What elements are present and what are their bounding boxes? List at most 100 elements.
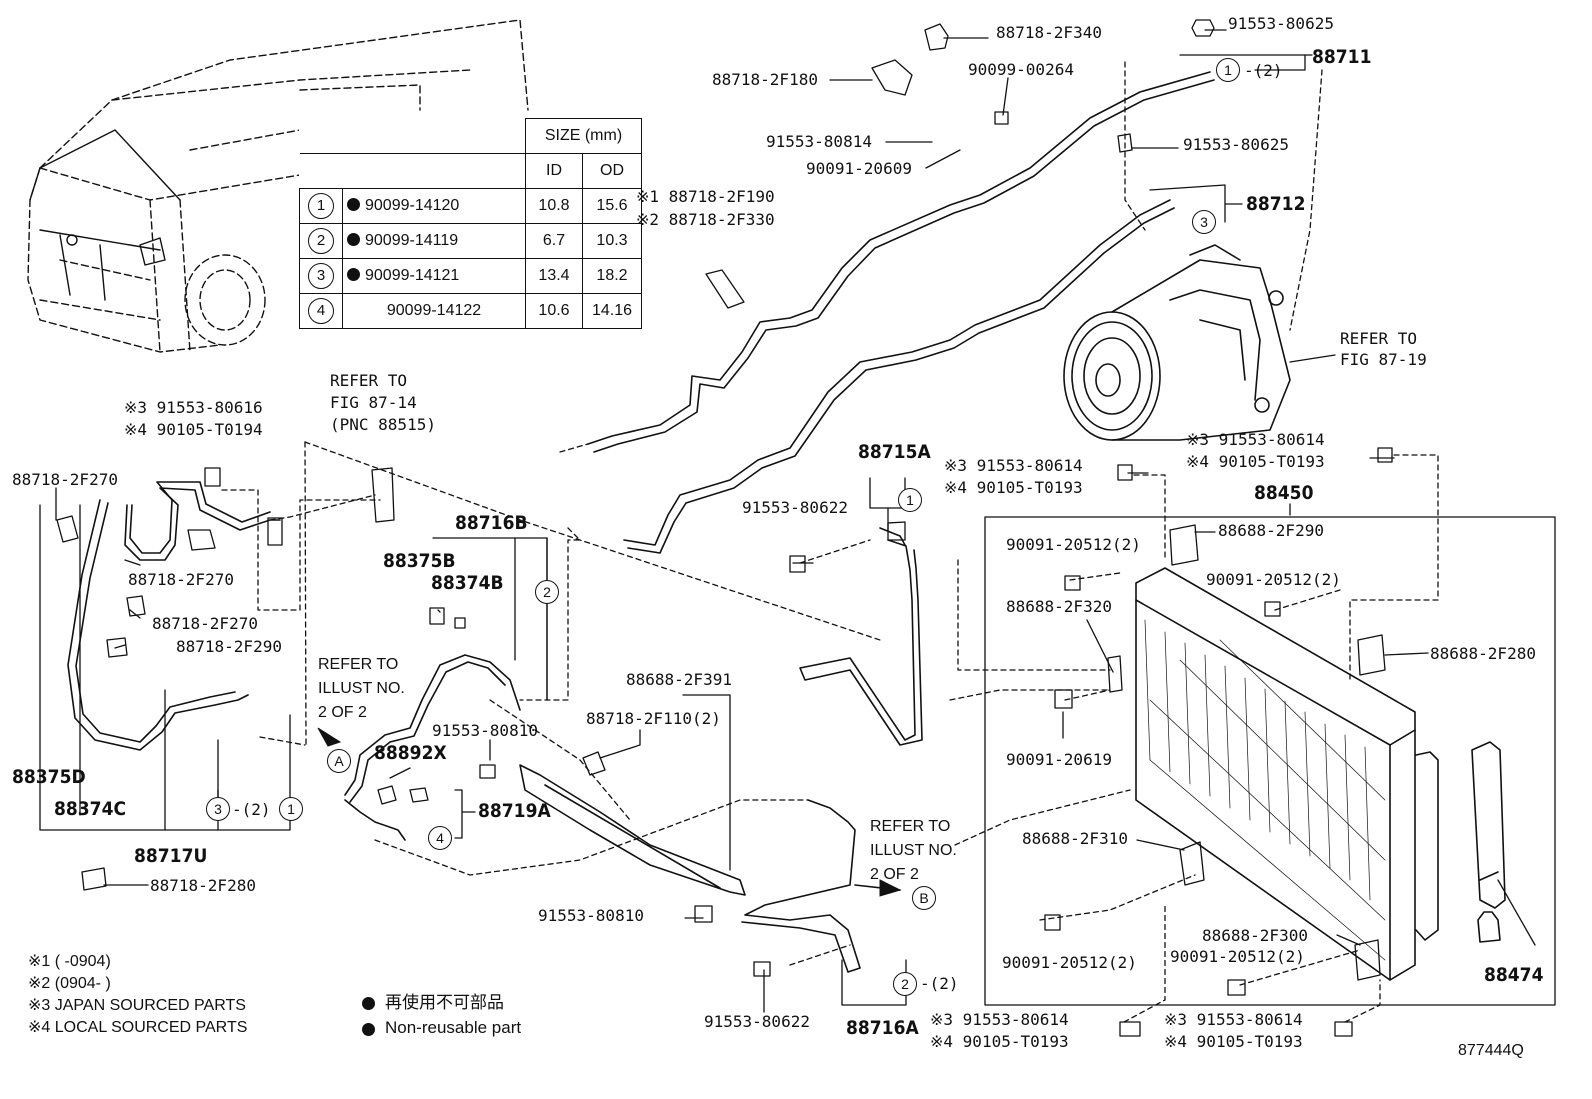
callout-88719A[interactable]: 88719A <box>478 800 551 822</box>
callout-90105-T0193[interactable]: ※4 90105-T0193 <box>930 1032 1069 1051</box>
qty-label: -(2) <box>1244 61 1283 80</box>
suction-hose <box>623 199 1175 554</box>
callout-88718-2F270[interactable]: 88718-2F270 <box>12 470 118 489</box>
compressor <box>1063 244 1291 441</box>
callout-91553-80614[interactable]: ※3 91553-80614 <box>930 1010 1069 1029</box>
callout-88375D[interactable]: 88375D <box>12 766 86 788</box>
callout-90105-T0193[interactable]: ※4 90105-T0193 <box>1186 452 1325 471</box>
part-number: 90099-14122 <box>386 302 482 319</box>
callout-88718-2F330[interactable]: ※2 88718-2F330 <box>636 210 775 229</box>
note-4: ※4 LOCAL SOURCED PARTS <box>28 1019 248 1036</box>
callout-88374C[interactable]: 88374C <box>54 798 127 820</box>
callout-88716B[interactable]: 88716B <box>455 512 528 534</box>
circle-number: 1 <box>1216 58 1240 82</box>
callout-88718-2F180[interactable]: 88718-2F180 <box>712 70 818 89</box>
callout-91553-80622[interactable]: 91553-80622 <box>704 1012 810 1031</box>
size-id: 10.8 <box>525 188 583 224</box>
ref-letter-a[interactable]: A <box>327 749 351 773</box>
callout-91553-80814[interactable]: 91553-80814 <box>766 132 872 151</box>
note-3: ※3 JAPAN SOURCED PARTS <box>28 997 246 1014</box>
size-id: 10.6 <box>525 293 583 329</box>
pipe-88715a <box>799 527 923 746</box>
callout-91553-80614[interactable]: ※3 91553-80614 <box>1164 1010 1303 1029</box>
condenser <box>1135 567 1439 981</box>
callout-88688-2F310[interactable]: 88688-2F310 <box>1022 829 1128 848</box>
callout-91553-80625-mid[interactable]: 91553-80625 <box>1183 135 1289 154</box>
callout-88711[interactable]: 88711 <box>1312 46 1372 68</box>
refer-to-label: REFER TO <box>870 818 951 835</box>
callout-90091-20619[interactable]: 90091-20619 <box>1006 750 1112 769</box>
part-number: 90099-14120 <box>365 197 460 214</box>
callout-90099-00264[interactable]: 90099-00264 <box>968 60 1074 79</box>
qty-label: -(2) <box>920 974 959 993</box>
nonreusable-dot-icon <box>347 198 360 211</box>
figure-number: 877444Q <box>1458 1042 1524 1059</box>
bolts <box>56 19 1393 1037</box>
arrows <box>317 727 902 897</box>
callout-88718-2F110[interactable]: 88718-2F110(2) <box>586 709 721 728</box>
circle-number: 3 <box>1192 210 1216 234</box>
callout-88718-2F190[interactable]: ※1 88718-2F190 <box>636 187 775 206</box>
row-number-circle: 1 <box>308 193 334 219</box>
refer-2-of-2[interactable]: 2 OF 2 <box>870 866 919 883</box>
callout-91553-80622[interactable]: 91553-80622 <box>742 498 848 517</box>
callout-88715A[interactable]: 88715A <box>858 441 931 463</box>
refer-illust-label: ILLUST NO. <box>318 680 405 697</box>
pipe-88716b <box>344 654 521 841</box>
refer-fig-87-19[interactable]: FIG 87-19 <box>1340 350 1427 369</box>
size-row: 4 90099-14122 10.6 14.16 <box>299 293 642 329</box>
callout-91553-80625-top[interactable]: 91553-80625 <box>1228 14 1334 33</box>
callout-88474[interactable]: 88474 <box>1484 964 1544 986</box>
callout-88718-2F340[interactable]: 88718-2F340 <box>996 23 1102 42</box>
size-table: SIZE (mm) ID OD 1 90099-14120 10.8 15.6 … <box>299 118 642 329</box>
callout-91553-80614[interactable]: ※3 91553-80614 <box>944 456 1083 475</box>
size-od: 14.16 <box>582 293 642 329</box>
callout-88892X[interactable]: 88892X <box>374 742 447 764</box>
callout-90091-20609[interactable]: 90091-20609 <box>806 159 912 178</box>
callout-91553-80616[interactable]: ※3 91553-80616 <box>124 398 263 417</box>
callout-88712[interactable]: 88712 <box>1246 193 1306 215</box>
callout-88718-2F280[interactable]: 88718-2F280 <box>150 876 256 895</box>
callout-90105-T0193[interactable]: ※4 90105-T0193 <box>1164 1032 1303 1051</box>
callout-88718-2F270[interactable]: 88718-2F270 <box>128 570 234 589</box>
refer-fig-87-14[interactable]: FIG 87-14 <box>330 393 417 412</box>
callout-88374B[interactable]: 88374B <box>431 572 504 594</box>
callout-90105-T0194[interactable]: ※4 90105-T0194 <box>124 420 263 439</box>
refer-2-of-2[interactable]: 2 OF 2 <box>318 704 367 721</box>
callout-91553-80810[interactable]: 91553-80810 <box>538 906 644 925</box>
size-col-id: ID <box>525 153 583 189</box>
callout-88717U[interactable]: 88717U <box>134 845 208 867</box>
callout-90091-20512[interactable]: 90091-20512(2) <box>1002 953 1137 972</box>
size-table-title: SIZE (mm) <box>525 118 642 154</box>
callout-91553-80810[interactable]: 91553-80810 <box>432 721 538 740</box>
callout-88450[interactable]: 88450 <box>1254 482 1314 504</box>
callout-88718-2F290[interactable]: 88718-2F290 <box>176 637 282 656</box>
callout-90091-20512[interactable]: 90091-20512(2) <box>1006 535 1141 554</box>
callout-88716A[interactable]: 88716A <box>846 1017 919 1039</box>
callout-88688-2F290[interactable]: 88688-2F290 <box>1218 521 1324 540</box>
part-number: 90099-14121 <box>365 267 460 284</box>
callout-90091-20512[interactable]: 90091-20512(2) <box>1206 570 1341 589</box>
callout-90091-20512[interactable]: 90091-20512(2) <box>1170 947 1305 966</box>
refer-illust-label: ILLUST NO. <box>870 842 957 859</box>
circle-number: 1 <box>898 488 922 512</box>
row-number-circle: 3 <box>308 263 334 289</box>
callout-leaders <box>39 29 1556 1013</box>
callout-88688-2F280[interactable]: 88688-2F280 <box>1430 644 1536 663</box>
size-od: 18.2 <box>582 258 642 294</box>
ref-letter-b[interactable]: B <box>912 886 936 910</box>
callout-91553-80614[interactable]: ※3 91553-80614 <box>1186 430 1325 449</box>
callout-88718-2F270[interactable]: 88718-2F270 <box>152 614 258 633</box>
discharge-hose <box>587 71 1215 453</box>
callout-88688-2F320[interactable]: 88688-2F320 <box>1006 597 1112 616</box>
circle-number: 2 <box>893 972 917 996</box>
size-od: 10.3 <box>582 223 642 259</box>
callout-88688-2F300[interactable]: 88688-2F300 <box>1202 926 1308 945</box>
size-row: 3 90099-14121 13.4 18.2 <box>299 258 642 294</box>
callout-88688-2F391[interactable]: 88688-2F391 <box>626 670 732 689</box>
callout-88375B[interactable]: 88375B <box>383 550 456 572</box>
size-id: 6.7 <box>525 223 583 259</box>
receiver-88474 <box>1471 741 1506 943</box>
callout-90105-T0193[interactable]: ※4 90105-T0193 <box>944 478 1083 497</box>
